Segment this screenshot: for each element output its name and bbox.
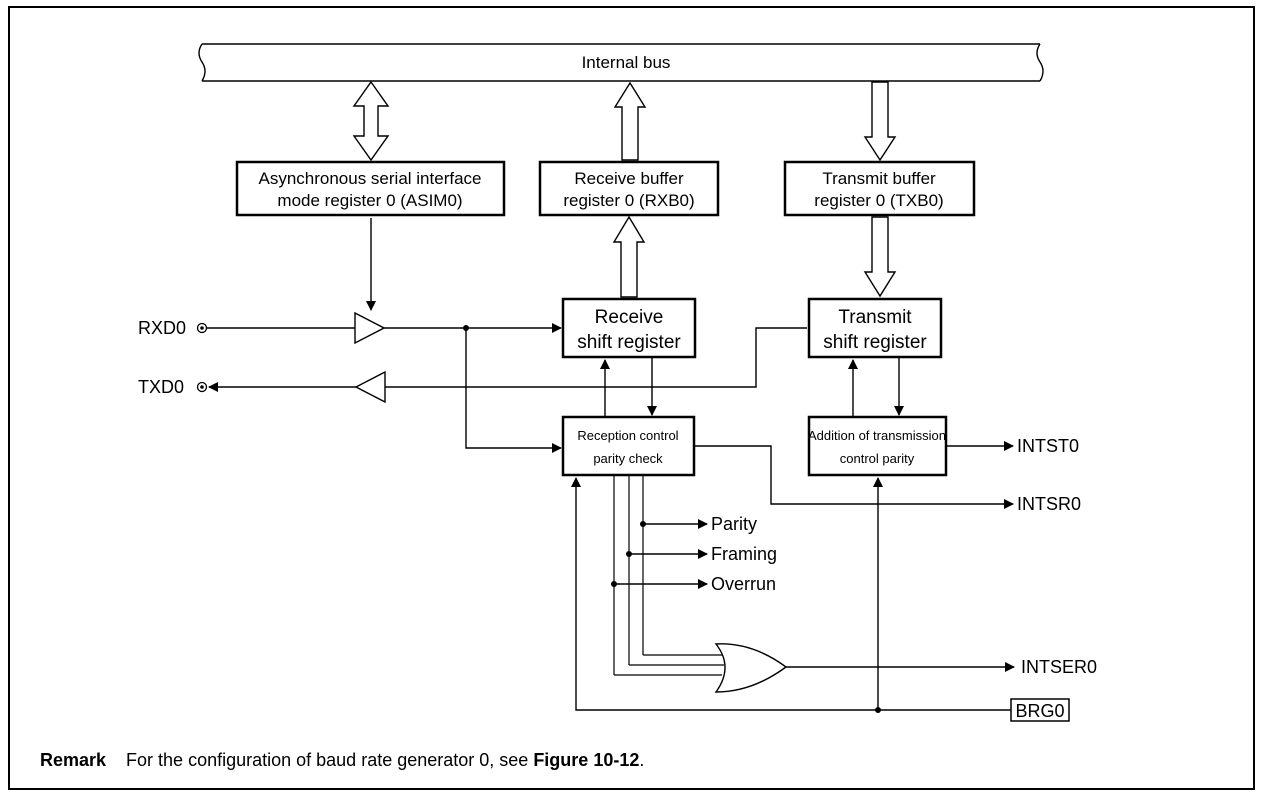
rxd0-pin: RXD0	[138, 318, 208, 338]
remark-figure-ref: Figure 10-12	[533, 750, 640, 770]
rx-to-control-line	[465, 328, 562, 453]
transmit-shift-register: Transmit shift register	[807, 297, 943, 359]
txb0-to-tx-shift-arrow	[863, 216, 897, 298]
receive-shift-register: Receive shift register	[561, 297, 697, 359]
txd0-label: TXD0	[138, 377, 184, 397]
transmission-control-block: Addition of transmission control parity	[807, 415, 948, 477]
internal-bus: Internal bus	[198, 43, 1044, 82]
asim0-label-1: Asynchronous serial interface	[258, 169, 481, 188]
tx-shift-label-1: Transmit	[838, 307, 912, 328]
intsr0-label: INTSR0	[1017, 494, 1081, 514]
remark-label: Remark	[40, 750, 107, 770]
rxb0-to-bus-arrow	[613, 81, 647, 161]
brg0-label: BRG0	[1015, 701, 1064, 721]
asim0-block: Asynchronous serial interface mode regis…	[235, 160, 506, 217]
bus-asim0-bidirectional-arrow	[352, 80, 390, 162]
asim0-label-2: mode register 0 (ASIM0)	[277, 191, 462, 210]
rx-ctrl-label-2: parity check	[593, 451, 663, 466]
internal-bus-label: Internal bus	[582, 53, 671, 72]
tx-ctrl-label-2: control parity	[840, 451, 915, 466]
tx-data-line	[385, 327, 807, 388]
intsr0-line	[694, 445, 1014, 509]
txb0-label-2: register 0 (TXB0)	[814, 191, 943, 210]
txb0-label-1: Transmit buffer	[822, 169, 936, 188]
tx-ctrl-label-1: Addition of transmission	[808, 428, 946, 443]
overrun-label: Overrun	[711, 574, 776, 594]
remark-note: Remark For the configuration of baud rate…	[40, 750, 644, 771]
remark-end: .	[639, 750, 645, 770]
intst0-label: INTST0	[1017, 436, 1079, 456]
brg0-to-rx-ctrl-line	[571, 477, 1011, 711]
rx-shift-label-1: Receive	[595, 307, 664, 328]
rx-input-buffer	[354, 311, 386, 345]
rxb0-label-1: Receive buffer	[574, 169, 684, 188]
reception-control-block: Reception control parity check	[561, 415, 696, 477]
rxb0-block: Receive buffer register 0 (RXB0)	[538, 160, 720, 217]
brg0-block: BRG0	[1010, 698, 1070, 722]
figure-frame	[8, 6, 1255, 790]
parity-label: Parity	[711, 514, 757, 534]
or-gate	[714, 643, 788, 693]
tx-output-buffer	[354, 370, 386, 404]
rxb0-label-2: register 0 (RXB0)	[563, 191, 694, 210]
remark-text: For the configuration of baud rate gener…	[126, 750, 534, 770]
rxd0-label: RXD0	[138, 318, 186, 338]
rx-ctrl-label-1: Reception control	[577, 428, 678, 443]
bus-to-txb0-arrow	[863, 81, 897, 162]
txb0-block: Transmit buffer register 0 (TXB0)	[783, 160, 976, 217]
intser0-label: INTSER0	[1021, 657, 1097, 677]
tx-shift-label-2: shift register	[823, 332, 927, 353]
rx-shift-label-2: shift register	[577, 332, 681, 353]
txd0-pin: TXD0	[138, 377, 208, 397]
framing-label: Framing	[711, 544, 777, 564]
rx-shift-to-rxb0-arrow	[612, 215, 646, 298]
